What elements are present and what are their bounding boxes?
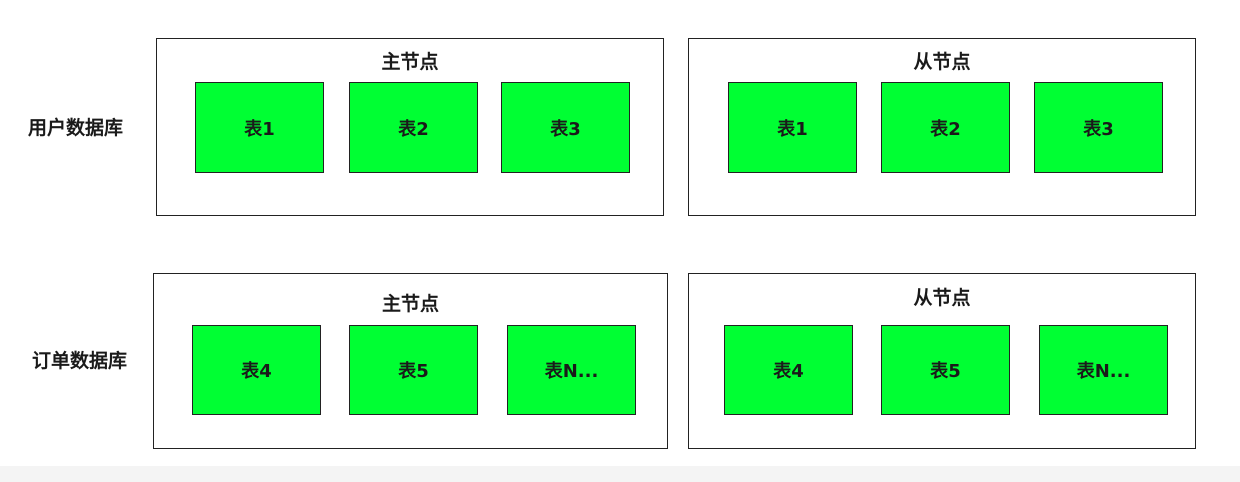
table-box: 表3 (501, 82, 630, 173)
node-title: 主节点 (381, 293, 439, 315)
node-title: 从节点 (913, 51, 971, 73)
table-box: 表1 (195, 82, 324, 173)
bottom-strip (0, 466, 1240, 482)
table-box: 表5 (881, 325, 1010, 415)
master-node-user: 主节点 表1 表2 表3 (156, 38, 664, 216)
master-node-order: 主节点 表4 表5 表N... (153, 273, 668, 449)
database-label-order: 订单数据库 (32, 350, 128, 372)
slave-node-user: 从节点 表1 表2 表3 (688, 38, 1196, 216)
table-box: 表1 (728, 82, 857, 173)
database-label-user: 用户数据库 (28, 117, 124, 139)
table-box: 表2 (349, 82, 478, 173)
node-title: 主节点 (381, 51, 439, 73)
table-box: 表4 (724, 325, 853, 415)
table-box: 表3 (1034, 82, 1163, 173)
node-title: 从节点 (913, 287, 971, 309)
table-box: 表N... (1039, 325, 1168, 415)
table-box: 表N... (507, 325, 636, 415)
table-box: 表2 (881, 82, 1010, 173)
table-box: 表4 (192, 325, 321, 415)
table-box: 表5 (349, 325, 478, 415)
slave-node-order: 从节点 表4 表5 表N... (688, 273, 1196, 449)
